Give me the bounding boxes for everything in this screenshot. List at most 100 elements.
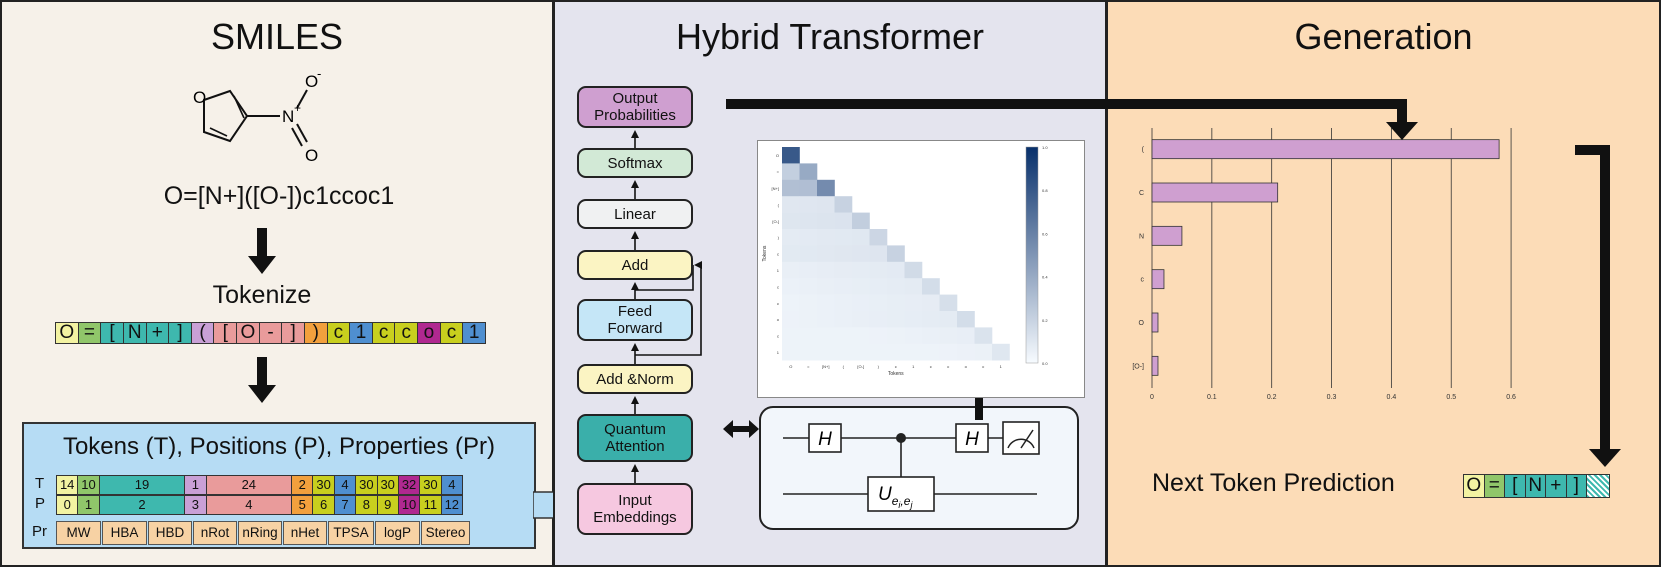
category-label: C bbox=[1139, 190, 1144, 197]
heatmap-x-tick: c bbox=[947, 364, 949, 369]
heatmap-cell bbox=[782, 179, 800, 197]
token-id-cell: 2 bbox=[291, 475, 314, 495]
row-label-positions: P bbox=[35, 495, 46, 512]
heatmap-x-tick: [O-] bbox=[857, 364, 864, 369]
position-cell: 2 bbox=[98, 495, 186, 515]
token-chip: = bbox=[77, 322, 102, 344]
heatmap-cell bbox=[782, 311, 800, 328]
token-chip: c bbox=[326, 322, 351, 344]
colorbar-tick: 0.8 bbox=[1042, 188, 1048, 193]
probability-bar bbox=[1151, 355, 1159, 376]
hadamard-gate-label: H bbox=[965, 429, 979, 450]
property-chip: nHet bbox=[283, 521, 327, 545]
position-cell: 8 bbox=[355, 495, 378, 515]
heatmap-cell bbox=[782, 343, 800, 361]
generated-token-chip: [ bbox=[1504, 474, 1526, 498]
measurement-needle bbox=[1020, 429, 1034, 449]
tpp-title: Tokens (T), Positions (P), Properties (P… bbox=[62, 433, 496, 460]
category-label: c bbox=[1141, 277, 1145, 284]
tokenize-label: Tokenize bbox=[212, 281, 312, 309]
heatmap-cell bbox=[799, 212, 818, 230]
n-o-double-bond bbox=[291, 127, 303, 147]
smiles-panel: SMILES O N + O - O O=[N+]([O-])c1ccoc1 T… bbox=[0, 0, 613, 567]
qattn-block: Quantum Attention bbox=[577, 414, 693, 462]
heatmap-cell bbox=[799, 311, 818, 328]
heatmap-cell bbox=[974, 327, 993, 345]
heatmap-cell bbox=[904, 261, 923, 279]
smiles-string: O=[N+]([O-])c1ccoc1 bbox=[163, 182, 395, 210]
heatmap-cell bbox=[922, 294, 940, 312]
embed-block: Input Embeddings bbox=[577, 483, 693, 535]
token-id-cell: 19 bbox=[98, 475, 186, 495]
heatmap-cell bbox=[799, 229, 818, 246]
heatmap-cell bbox=[852, 229, 870, 246]
heatmap-cell bbox=[834, 278, 853, 295]
heatmap-cell bbox=[817, 196, 835, 213]
unitary-gate-label: Uei,ej bbox=[878, 484, 913, 510]
heatmap-x-tick: 1 bbox=[912, 364, 915, 369]
heatmap-cell bbox=[887, 278, 905, 295]
heatmap-cell bbox=[817, 343, 835, 361]
heatmap-y-tick: ) bbox=[778, 235, 780, 240]
token-id-cell: 30 bbox=[312, 475, 335, 495]
heatmap-cell bbox=[869, 327, 888, 345]
token-chip: ] bbox=[281, 322, 305, 344]
token-id-cell: 30 bbox=[376, 475, 399, 495]
heatmap-cell bbox=[852, 278, 870, 295]
heatmap-cell bbox=[782, 196, 800, 213]
linear-block: Linear bbox=[577, 199, 693, 229]
smiles-panel-title: SMILES bbox=[210, 16, 344, 57]
heatmap-y-tick: O bbox=[776, 153, 779, 158]
nitrogen-charge: + bbox=[294, 101, 301, 115]
heatmap-cell bbox=[834, 245, 853, 263]
token-id-cell: 30 bbox=[355, 475, 378, 495]
x-tick-label: 0.4 bbox=[1387, 394, 1397, 401]
heatmap-cell bbox=[957, 343, 975, 361]
property-chip: TPSA bbox=[328, 521, 374, 545]
heatmap-cell bbox=[834, 196, 853, 213]
row-label-tokens: T bbox=[35, 475, 45, 492]
anionic-oxygen-atom: O bbox=[305, 72, 318, 91]
heatmap-cell bbox=[939, 311, 958, 328]
heatmap-cell bbox=[922, 278, 940, 295]
token-chip: c bbox=[439, 322, 464, 344]
colorbar-tick: 1.0 bbox=[1042, 145, 1048, 150]
heatmap-cell bbox=[817, 179, 835, 197]
heatmap-x-tick: c bbox=[930, 364, 932, 369]
heatmap-cell bbox=[799, 278, 818, 295]
position-cell: 6 bbox=[312, 495, 335, 515]
token-chip: - bbox=[258, 322, 283, 344]
double-arrow-icon bbox=[723, 420, 759, 438]
heatmap-cell bbox=[834, 327, 853, 345]
heatmap-y-tick: [N+] bbox=[772, 186, 779, 191]
row-label-properties: Pr bbox=[32, 523, 47, 540]
heatmap-cell bbox=[817, 294, 835, 312]
property-chip: logP bbox=[375, 521, 420, 545]
heatmap-cell bbox=[817, 311, 835, 328]
x-tick-label: 0.2 bbox=[1267, 394, 1277, 401]
heatmap-cell bbox=[869, 294, 888, 312]
category-label: N bbox=[1139, 233, 1144, 240]
heatmap-cell bbox=[782, 327, 800, 345]
heatmap-cell bbox=[904, 294, 923, 312]
residual-connector bbox=[635, 265, 694, 291]
x-tick-label: 0.3 bbox=[1327, 394, 1337, 401]
x-tick-label: 0.6 bbox=[1506, 394, 1516, 401]
heatmap-y-tick: 1 bbox=[777, 350, 780, 355]
residual-connector bbox=[635, 261, 702, 356]
property-chip: MW bbox=[56, 521, 101, 545]
token-chip: c bbox=[394, 322, 419, 344]
heatmap-cell bbox=[782, 245, 800, 263]
heatmap-y-tick: 1 bbox=[777, 268, 780, 273]
heatmap-cell bbox=[799, 327, 818, 345]
ring-double-bond bbox=[209, 127, 228, 137]
heatmap-cell bbox=[887, 311, 905, 328]
heatmap-x-tick: [N+] bbox=[822, 364, 829, 369]
heatmap-cell bbox=[817, 278, 835, 295]
token-id-cell: 4 bbox=[333, 475, 357, 495]
probability-bar bbox=[1151, 312, 1159, 333]
heatmap-cell bbox=[887, 343, 905, 361]
